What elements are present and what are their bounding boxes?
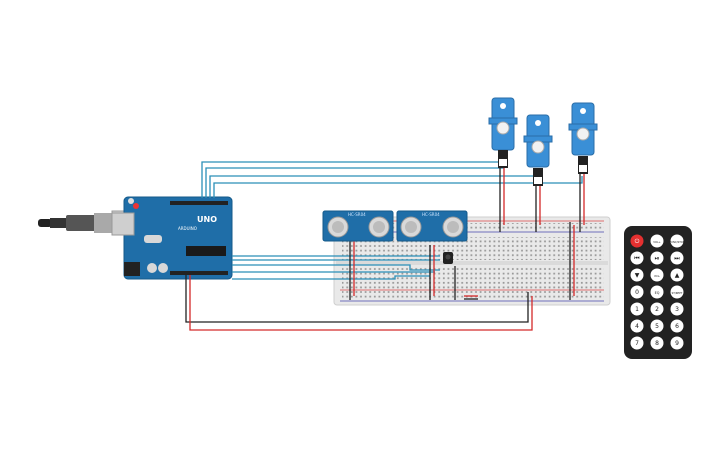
remote-button[interactable]: 1 <box>630 302 644 316</box>
breadboard-center-channel <box>336 261 608 265</box>
atmega-chip <box>186 246 226 256</box>
remote-button-label: ⏻ <box>635 238 640 245</box>
remote-button-label: 3 <box>675 306 679 313</box>
wire-power <box>189 275 533 331</box>
remote-button-label: EQ <box>655 291 660 295</box>
remote-button-label: VOL+ <box>653 240 660 244</box>
remote-button[interactable]: 7 <box>630 336 644 350</box>
remote-button[interactable]: 3 <box>670 302 684 316</box>
remote-button[interactable]: ▼ <box>630 268 644 282</box>
remote-button-label: ⏯ <box>655 255 660 262</box>
remote-button-label: ⏮ <box>634 255 640 262</box>
reset-button[interactable] <box>133 203 139 209</box>
capacitor <box>158 263 168 273</box>
ultrasonic-sensor[interactable]: HC-SR04 <box>322 210 394 242</box>
wires <box>185 161 585 331</box>
ir-remote[interactable]: ⏻ VOL+ FUNC/STOP ⏮ ⏯ ⏭ ▼ VOL- ▲ 0 EQ ST/REPT 1 2 3 4 5 6 7… <box>624 226 692 359</box>
remote-button-label: 9 <box>675 340 679 347</box>
ir-receiver[interactable] <box>443 252 453 264</box>
power-jack <box>124 262 140 276</box>
remote-button-label: 8 <box>655 340 659 347</box>
wire-signal <box>232 275 430 280</box>
servo-motor[interactable] <box>488 97 518 168</box>
remote-button[interactable]: ST/REPT <box>670 285 684 299</box>
remote-button[interactable]: ⏯ <box>650 251 664 265</box>
usb-port <box>111 212 135 236</box>
capacitor <box>147 263 157 273</box>
remote-button[interactable]: 2 <box>650 302 664 316</box>
servo-motor[interactable] <box>523 114 553 186</box>
remote-button-label: 1 <box>635 306 639 313</box>
remote-button-label: 2 <box>655 306 659 313</box>
sensor-label: HC-SR04 <box>348 212 366 217</box>
remote-button[interactable]: ▲ <box>670 268 684 282</box>
sensor-label: HC-SR04 <box>422 212 440 217</box>
arduino-uno-board[interactable]: UNO ARDUINO <box>111 196 233 280</box>
board-brand-label: ARDUINO <box>178 226 197 231</box>
remote-button-label: ⏭ <box>674 255 680 262</box>
crystal <box>144 235 162 243</box>
remote-button-grid: ⏻ VOL+ FUNC/STOP ⏮ ⏯ ⏭ ▼ VOL- ▲ 0 EQ ST/REPT 1 2 3 4 5 6 7… <box>630 234 685 350</box>
wire-ground <box>185 275 529 323</box>
remote-button[interactable]: 8 <box>650 336 664 350</box>
remote-button[interactable]: 6 <box>670 319 684 333</box>
remote-button-label: 7 <box>635 340 639 347</box>
remote-button-label: VOL- <box>654 274 660 278</box>
ultrasonic-sensor[interactable]: HC-SR04 <box>396 210 468 242</box>
remote-button-label: 5 <box>655 323 659 330</box>
remote-button-label: 6 <box>675 323 679 330</box>
remote-button[interactable]: 0 <box>630 285 644 299</box>
remote-button[interactable]: FUNC/STOP <box>670 234 685 248</box>
board-model-label: UNO <box>197 215 217 224</box>
remote-button[interactable]: ⏻ <box>630 234 644 248</box>
wire-signal <box>205 167 504 198</box>
remote-button-label: 0 <box>635 289 639 296</box>
remote-button[interactable]: EQ <box>650 285 664 299</box>
remote-button-label: ▲ <box>675 272 680 279</box>
remote-button-label: ST/REPT <box>672 291 683 295</box>
remote-button[interactable]: VOL+ <box>650 234 664 248</box>
remote-button[interactable]: VOL- <box>650 268 664 282</box>
analog-header <box>170 271 228 275</box>
remote-button[interactable]: ⏭ <box>670 251 684 265</box>
wire-signal <box>213 176 583 198</box>
remote-button[interactable]: 4 <box>630 319 644 333</box>
remote-button[interactable]: 5 <box>650 319 664 333</box>
remote-button[interactable]: ⏮ <box>630 251 644 265</box>
wire-signal <box>232 264 440 271</box>
servo-motor[interactable] <box>568 102 598 174</box>
remote-button-label: ▼ <box>635 272 640 279</box>
digital-header <box>170 201 228 205</box>
remote-button[interactable]: 9 <box>670 336 684 350</box>
remote-button-label: FUNC/STOP <box>670 240 685 244</box>
wire-signal <box>209 175 535 198</box>
remote-button-label: 4 <box>635 323 639 330</box>
